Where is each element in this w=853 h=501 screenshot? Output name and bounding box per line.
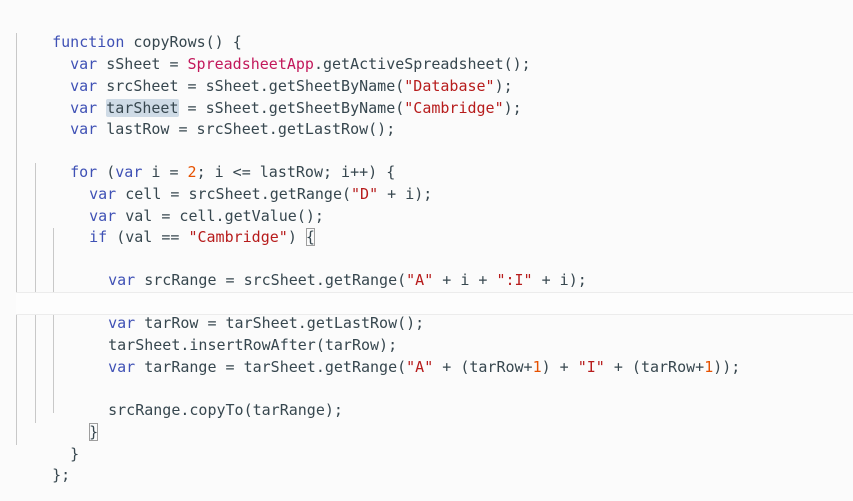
keyword: var bbox=[108, 271, 136, 289]
string-literal: ":I" bbox=[496, 271, 533, 289]
code-text: val = cell.getValue(); bbox=[116, 207, 324, 225]
code-line-5[interactable]: var lastRow = srcSheet.getLastRow(); bbox=[34, 98, 395, 138]
code-line-8[interactable]: var cell = srcSheet.getRange("D" + i); bbox=[53, 163, 432, 203]
code-text: ); bbox=[503, 99, 522, 117]
code-line-9[interactable]: var val = cell.getValue(); bbox=[53, 185, 324, 225]
code-line-4[interactable]: var tarSheet = sSheet.getSheetByName("Ca… bbox=[34, 77, 522, 117]
code-text: }; bbox=[52, 466, 71, 484]
keyword: function bbox=[52, 33, 125, 51]
code-line-3[interactable]: var srcSheet = sSheet.getSheetByName("Da… bbox=[34, 55, 513, 95]
matched-bracket: } bbox=[89, 423, 99, 441]
keyword: var bbox=[89, 207, 117, 225]
indent-guide-function bbox=[16, 33, 17, 445]
code-text: tarRow = tarSheet.getLastRow(); bbox=[135, 314, 425, 332]
code-text: + (tarRow+ bbox=[604, 358, 705, 376]
matched-bracket: { bbox=[305, 228, 315, 246]
string-literal: "I" bbox=[577, 358, 605, 376]
class-name: SpreadsheetApp bbox=[187, 55, 314, 73]
keyword: if bbox=[89, 228, 108, 246]
number-literal: 1 bbox=[532, 358, 542, 376]
number-literal: 2 bbox=[187, 163, 197, 181]
code-text: srcSheet = sSheet.getSheetByName( bbox=[97, 77, 405, 95]
code-line-18[interactable]: srcRange.copyTo(tarRange); bbox=[72, 379, 343, 419]
selected-word[interactable]: tarSheet bbox=[106, 99, 179, 117]
code-text: srcRange = srcSheet.getRange( bbox=[135, 271, 407, 289]
current-line-highlight bbox=[16, 292, 853, 315]
code-text: sSheet = bbox=[97, 55, 188, 73]
code-text: i = bbox=[142, 163, 188, 181]
string-literal: "D" bbox=[351, 185, 379, 203]
string-literal: "Database" bbox=[404, 77, 495, 95]
keyword: var bbox=[70, 99, 98, 117]
code-line-21[interactable]: }; bbox=[16, 444, 70, 484]
code-text: ; i <= lastRow; i++) { bbox=[196, 163, 396, 181]
keyword: var bbox=[70, 120, 98, 138]
code-line-2[interactable]: var sSheet = SpreadsheetApp.getActiveSpr… bbox=[34, 33, 531, 73]
code-line-7[interactable]: for (var i = 2; i <= lastRow; i++) { bbox=[34, 141, 395, 181]
code-text: srcRange.copyTo(tarRange); bbox=[108, 401, 343, 419]
string-literal: "A" bbox=[406, 271, 434, 289]
code-text: (val == bbox=[107, 228, 189, 246]
code-text: ) bbox=[287, 228, 306, 246]
code-text: cell = srcSheet.getRange( bbox=[116, 185, 352, 203]
code-line-16[interactable]: var tarRange = tarSheet.getRange("A" + (… bbox=[72, 336, 740, 376]
number-literal: 1 bbox=[704, 358, 714, 376]
keyword: var bbox=[115, 163, 143, 181]
code-line-20[interactable]: } bbox=[34, 423, 79, 463]
keyword: var bbox=[89, 185, 117, 203]
code-line-12[interactable]: var srcRange = srcSheet.getRange("A" + i… bbox=[72, 249, 587, 289]
code-line-15[interactable]: tarSheet.insertRowAfter(tarRow); bbox=[72, 314, 397, 354]
keyword: for bbox=[70, 163, 98, 181]
code-text: ( bbox=[97, 163, 116, 181]
code-text: lastRow = srcSheet.getLastRow(); bbox=[97, 120, 396, 138]
code-text: = sSheet.getSheetByName( bbox=[178, 99, 405, 117]
code-text: tarRange = tarSheet.getRange( bbox=[135, 358, 407, 376]
code-text: + i); bbox=[532, 271, 587, 289]
string-literal: "Cambridge" bbox=[188, 228, 288, 246]
code-text: )); bbox=[713, 358, 741, 376]
code-text: .getActiveSpreadsheet(); bbox=[313, 55, 531, 73]
code-line-14[interactable]: var tarRow = tarSheet.getLastRow(); bbox=[72, 292, 424, 332]
code-line-19[interactable]: } bbox=[53, 401, 99, 441]
indent-guide-if bbox=[53, 228, 54, 413]
string-literal: "Cambridge" bbox=[404, 99, 504, 117]
code-text: + (tarRow+ bbox=[433, 358, 533, 376]
keyword: var bbox=[108, 358, 136, 376]
code-line-10[interactable]: if (val == "Cambridge") { bbox=[53, 206, 315, 246]
code-text: ); bbox=[494, 77, 513, 95]
code-text: ) + bbox=[541, 358, 578, 376]
code-text: + i + bbox=[433, 271, 497, 289]
code-text: + i); bbox=[378, 185, 433, 203]
string-literal: "A" bbox=[406, 358, 434, 376]
code-line-1[interactable]: function copyRows() { bbox=[16, 11, 242, 51]
keyword: var bbox=[108, 314, 136, 332]
keyword: var bbox=[70, 55, 98, 73]
code-text: } bbox=[70, 445, 80, 463]
code-text: tarSheet.insertRowAfter(tarRow); bbox=[108, 336, 398, 354]
keyword: var bbox=[70, 77, 98, 95]
code-text: copyRows() { bbox=[124, 33, 242, 51]
